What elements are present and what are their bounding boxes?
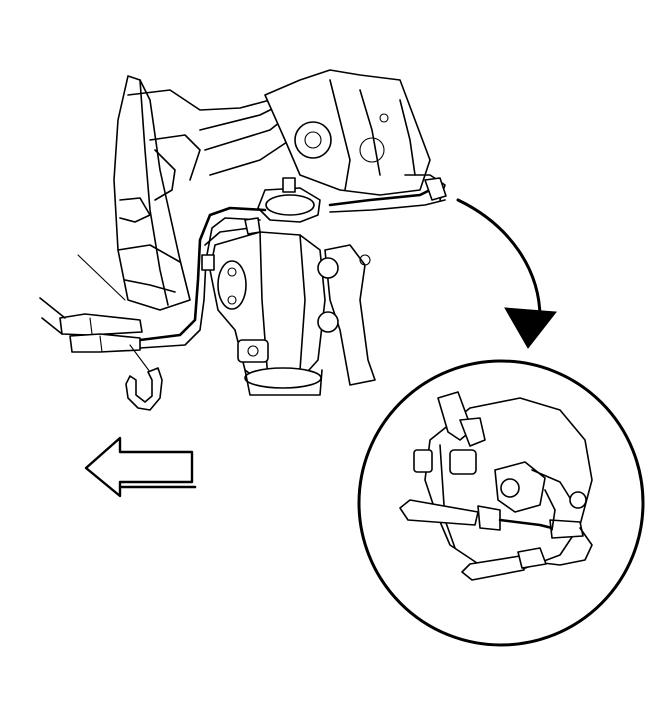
left-arrow-icon	[84, 436, 197, 498]
steering-gear	[209, 177, 326, 396]
retaining-clip	[125, 367, 163, 411]
hydraulic-hoses	[138, 174, 447, 349]
leader-line-clip	[129, 344, 151, 373]
leader-lines	[77, 254, 151, 373]
crossmember	[264, 69, 431, 196]
curved-arrow-icon	[456, 198, 557, 349]
hose-fittings-left	[39, 297, 143, 353]
detail-hoses	[399, 469, 593, 581]
pulley-hub	[294, 121, 332, 159]
pitman-arm	[317, 244, 376, 386]
detail-view	[357, 359, 645, 647]
gear-input-cap	[265, 194, 315, 216]
leader-line-frame	[77, 254, 126, 301]
